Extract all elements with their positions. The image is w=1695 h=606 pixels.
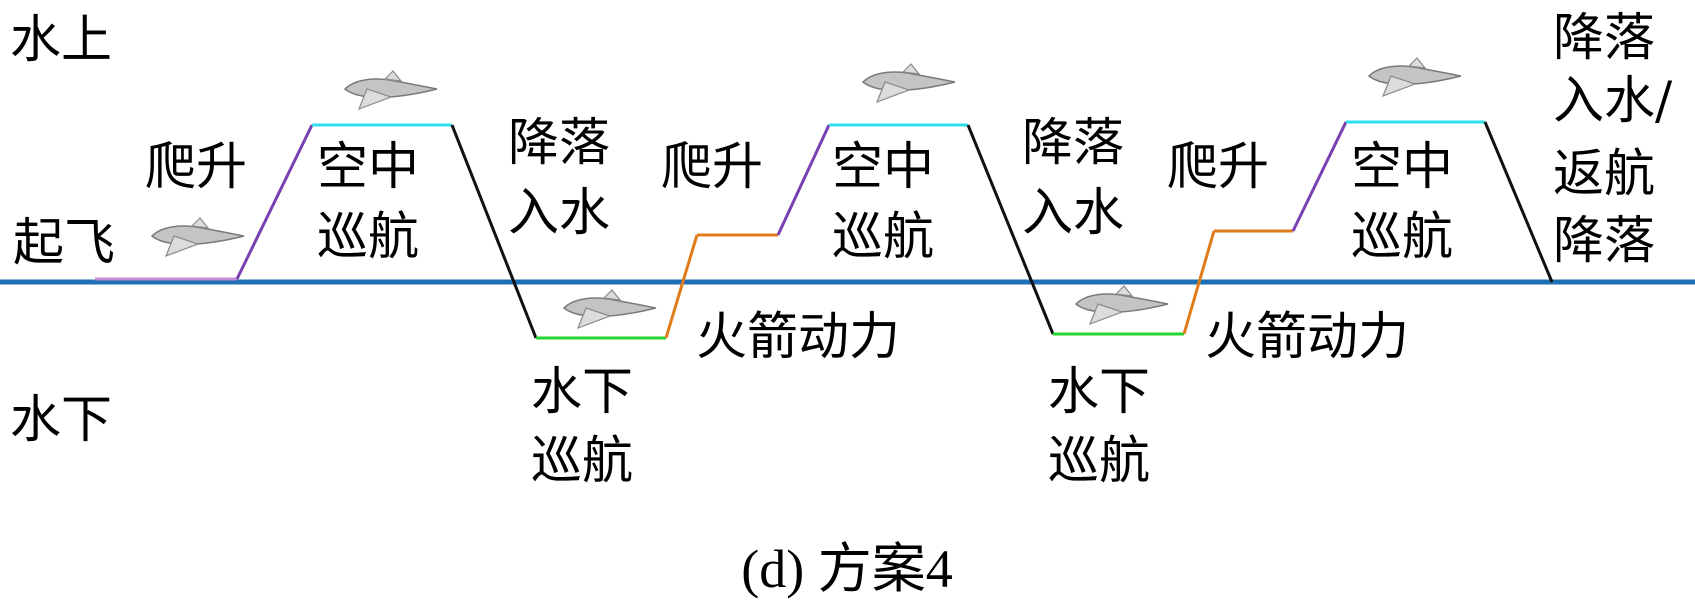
climb-line-3 [1291,121,1348,232]
final-label-2: 入水/ [1553,72,1673,131]
below-water-label: 水下 [10,391,112,450]
final-label-4: 降落 [1553,212,1655,271]
above-water-label: 水上 [10,11,112,70]
underwater-cruise-label-1b: 巡航 [531,432,633,491]
figure-caption: (d) 方案4 [741,539,952,599]
landing-label-2b: 入水 [1022,184,1124,243]
rocket-rise-line-1 [664,234,699,339]
climb-line-1 [235,124,314,280]
climb-label-1: 爬升 [145,138,247,197]
rocket-rise-line-2 [1182,230,1216,335]
air-cruise-label-2b: 巡航 [832,208,934,267]
plane-icon [1368,57,1462,97]
descent-line-3 [1483,121,1554,283]
climb-label-2: 爬升 [661,138,763,197]
plane-icon [563,289,657,329]
air-cruise-label-3a: 空中 [1351,138,1453,197]
climb-label-3: 爬升 [1167,138,1269,197]
plane-icon [344,70,438,110]
underwater-cruise-label-2a: 水下 [1048,363,1150,422]
plane-icon [862,63,956,103]
landing-label-1a: 降落 [508,114,610,173]
climb-line-2 [776,124,831,236]
landing-label-2a: 降落 [1022,114,1124,173]
landing-label-1b: 入水 [508,184,610,243]
takeoff-label: 起飞 [13,214,115,273]
rocket-power-label-1: 火箭动力 [696,308,900,367]
plane-icon [151,217,245,257]
final-label-3: 返航 [1553,145,1655,204]
plane-icon [1075,285,1169,325]
air-cruise-label-1a: 空中 [317,138,419,197]
air-cruise-label-3b: 巡航 [1351,208,1453,267]
descent-line-2 [966,124,1055,335]
air-cruise-label-1b: 巡航 [317,208,419,267]
descent-line-1 [450,124,538,339]
underwater-cruise-label-1a: 水下 [531,363,633,422]
final-label-1: 降落 [1553,9,1655,68]
rocket-power-label-2: 火箭动力 [1205,308,1409,367]
air-cruise-label-2a: 空中 [832,138,934,197]
underwater-cruise-label-2b: 巡航 [1048,432,1150,491]
